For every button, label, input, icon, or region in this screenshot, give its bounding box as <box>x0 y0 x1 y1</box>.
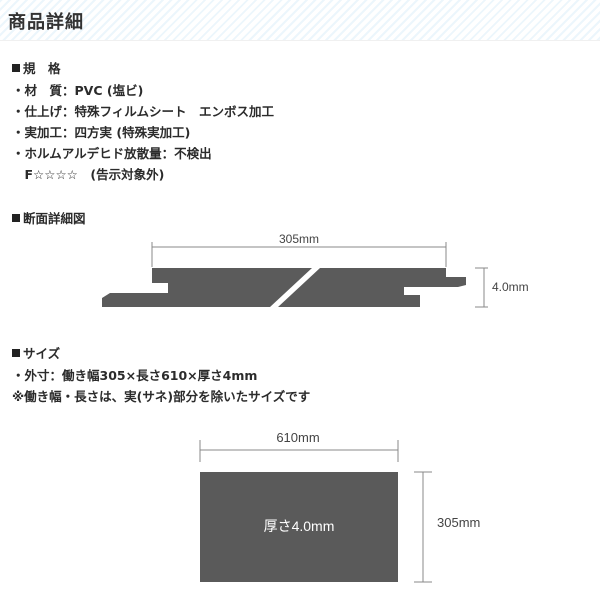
header-stripe <box>0 0 600 40</box>
tile-width-label: 305mm <box>437 515 480 530</box>
size-heading-text: サイズ <box>23 346 61 361</box>
size-note-line: ※働き幅・長さは、実(サネ)部分を除いたサイズです <box>12 389 311 404</box>
size-dimensions-line: ・外寸：働き幅305×長さ610×厚さ4mm <box>12 368 258 383</box>
cross-section-diagram: 305mm 4.0mm <box>102 232 529 308</box>
spec-heading-text: 規 格 <box>23 61 61 76</box>
spec-line-finish: ・仕上げ：特殊フィルムシート エンボス加工 <box>12 104 275 119</box>
profile-left-piece <box>102 268 312 307</box>
thickness-label: 4.0mm <box>492 280 529 294</box>
spec-line-material: ・材 質：PVC (塩ビ) <box>12 83 144 98</box>
section-detail-heading: 断面詳細図 <box>12 208 86 227</box>
tile-length-label: 610mm <box>276 430 319 445</box>
header-bar: 商品詳細 <box>0 0 600 41</box>
tile-thickness-text: 厚さ4.0mm <box>264 518 335 534</box>
square-bullet-icon <box>12 214 20 222</box>
spec-line-grade: F☆☆☆☆ (告示対象外) <box>12 167 165 182</box>
page-title: 商品詳細 <box>8 12 84 33</box>
square-bullet-icon <box>12 64 20 72</box>
tile-size-diagram: 610mm 厚さ4.0mm 305mm <box>199 430 480 583</box>
size-heading: サイズ <box>12 343 60 362</box>
square-bullet-icon <box>12 349 20 357</box>
tile-rectangle <box>200 472 398 582</box>
spec-line-joint: ・実加工：四方実 (特殊実加工) <box>12 125 191 140</box>
spec-heading: 規 格 <box>12 58 61 77</box>
spec-line-formaldehyde: ・ホルムアルデヒド放散量：不検出 <box>12 146 212 161</box>
section-detail-heading-text: 断面詳細図 <box>23 211 86 226</box>
cross-section-width-label: 305mm <box>279 232 319 246</box>
profile-right-piece <box>278 268 466 307</box>
